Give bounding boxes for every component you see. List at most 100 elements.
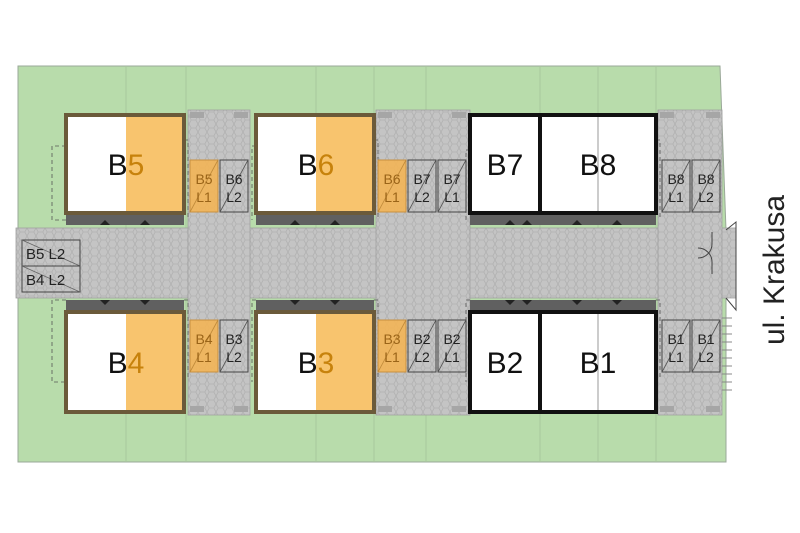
building-label: B5	[108, 149, 145, 182]
fence-segment	[722, 317, 732, 391]
building-footprint	[470, 115, 540, 213]
building-letter: B	[580, 149, 600, 182]
parking-level-code: L2	[414, 189, 430, 205]
building-b1[interactable]: B1	[538, 310, 658, 414]
building-number: 3	[318, 347, 335, 380]
parking-level-code: L2	[698, 189, 714, 205]
building-b5[interactable]: B5	[64, 113, 186, 215]
parking-level-code: L2	[226, 189, 242, 205]
parking-slot-box	[407, 159, 437, 213]
parking-diagonal	[377, 159, 407, 213]
building-label: B2	[487, 347, 524, 380]
parking-diagonal	[691, 159, 721, 213]
parking-level-code: L1	[444, 349, 460, 365]
building-b7[interactable]: B7	[468, 113, 542, 215]
parking-building-code: B8	[697, 171, 714, 187]
building-number: 8	[600, 149, 617, 182]
building-label: B7	[487, 149, 524, 182]
parking-building-code: B6	[383, 171, 400, 187]
street-label: ul. Krakusa	[735, 195, 800, 345]
parking-slot-box	[691, 319, 721, 373]
parking-building-code: B7	[413, 171, 430, 187]
parking-diagonal	[189, 159, 219, 213]
side-parking-b5-l2[interactable]: B5 L2	[21, 239, 81, 267]
parking-level-code: L1	[384, 189, 400, 205]
parking-building-code: B4	[195, 331, 212, 347]
building-number: 6	[318, 149, 335, 182]
building-letter: B	[580, 347, 600, 380]
parking-slot-box	[661, 319, 691, 373]
building-outline	[538, 310, 658, 414]
parking-level-code: L1	[196, 349, 212, 365]
street-name: ul. Krakusa	[758, 194, 791, 346]
side-slot-label: B5 L2	[26, 246, 65, 263]
parking-diagonal	[691, 319, 721, 373]
parking-diagonal	[219, 159, 249, 213]
parking-diagonal	[189, 319, 219, 373]
building-b4[interactable]: B4	[64, 310, 186, 414]
parking-slot-box	[407, 319, 437, 373]
building-b2[interactable]: B2	[468, 310, 542, 414]
parking-building-code: B1	[697, 331, 714, 347]
parking-diagonal	[437, 159, 467, 213]
parking-level-code: L1	[384, 349, 400, 365]
parking-building-code: B7	[443, 171, 460, 187]
side-slot-diagonal	[21, 239, 81, 267]
parking-diagonal	[661, 319, 691, 373]
building-number: 5	[128, 149, 145, 182]
building-label: B4	[108, 347, 145, 380]
parking-slot-box	[661, 159, 691, 213]
garage-strips	[66, 213, 656, 312]
unit-annex	[190, 112, 720, 412]
building-highlight	[126, 312, 184, 412]
building-b8[interactable]: B8	[538, 113, 658, 215]
parking-slot-box	[437, 319, 467, 373]
building-number: 1	[600, 347, 617, 380]
parking-level-code: L1	[668, 189, 684, 205]
paving	[15, 109, 737, 416]
parking-building-code: B2	[413, 331, 430, 347]
parking-level-code: L2	[226, 349, 242, 365]
side-slot-box	[21, 265, 81, 293]
parking-level-code: L1	[668, 349, 684, 365]
building-label: B6	[298, 149, 335, 182]
building-outline	[254, 113, 376, 215]
side-slot-label: B4 L2	[26, 272, 65, 289]
parking-building-code: B3	[225, 331, 242, 347]
parking-level-code: L1	[196, 189, 212, 205]
building-highlight	[316, 312, 374, 412]
parking-building-code: B8	[667, 171, 684, 187]
parking-diagonal	[377, 319, 407, 373]
building-label: B3	[298, 347, 335, 380]
parking-slot-box	[437, 159, 467, 213]
parking-level-code: L2	[414, 349, 430, 365]
parking-building-code: B2	[443, 331, 460, 347]
parking-diagonal	[407, 159, 437, 213]
parking-building-code: B3	[383, 331, 400, 347]
parking-level-code: L2	[698, 349, 714, 365]
building-b3[interactable]: B3	[254, 310, 376, 414]
parking-diagonal	[407, 319, 437, 373]
building-b6[interactable]: B6	[254, 113, 376, 215]
parking-slot-box	[219, 319, 249, 373]
building-highlight	[316, 115, 374, 213]
parking-building-code: B6	[225, 171, 242, 187]
side-parking-b4-l2[interactable]: B4 L2	[21, 265, 81, 293]
side-slot-diagonal	[21, 265, 81, 293]
building-outline	[254, 310, 376, 414]
